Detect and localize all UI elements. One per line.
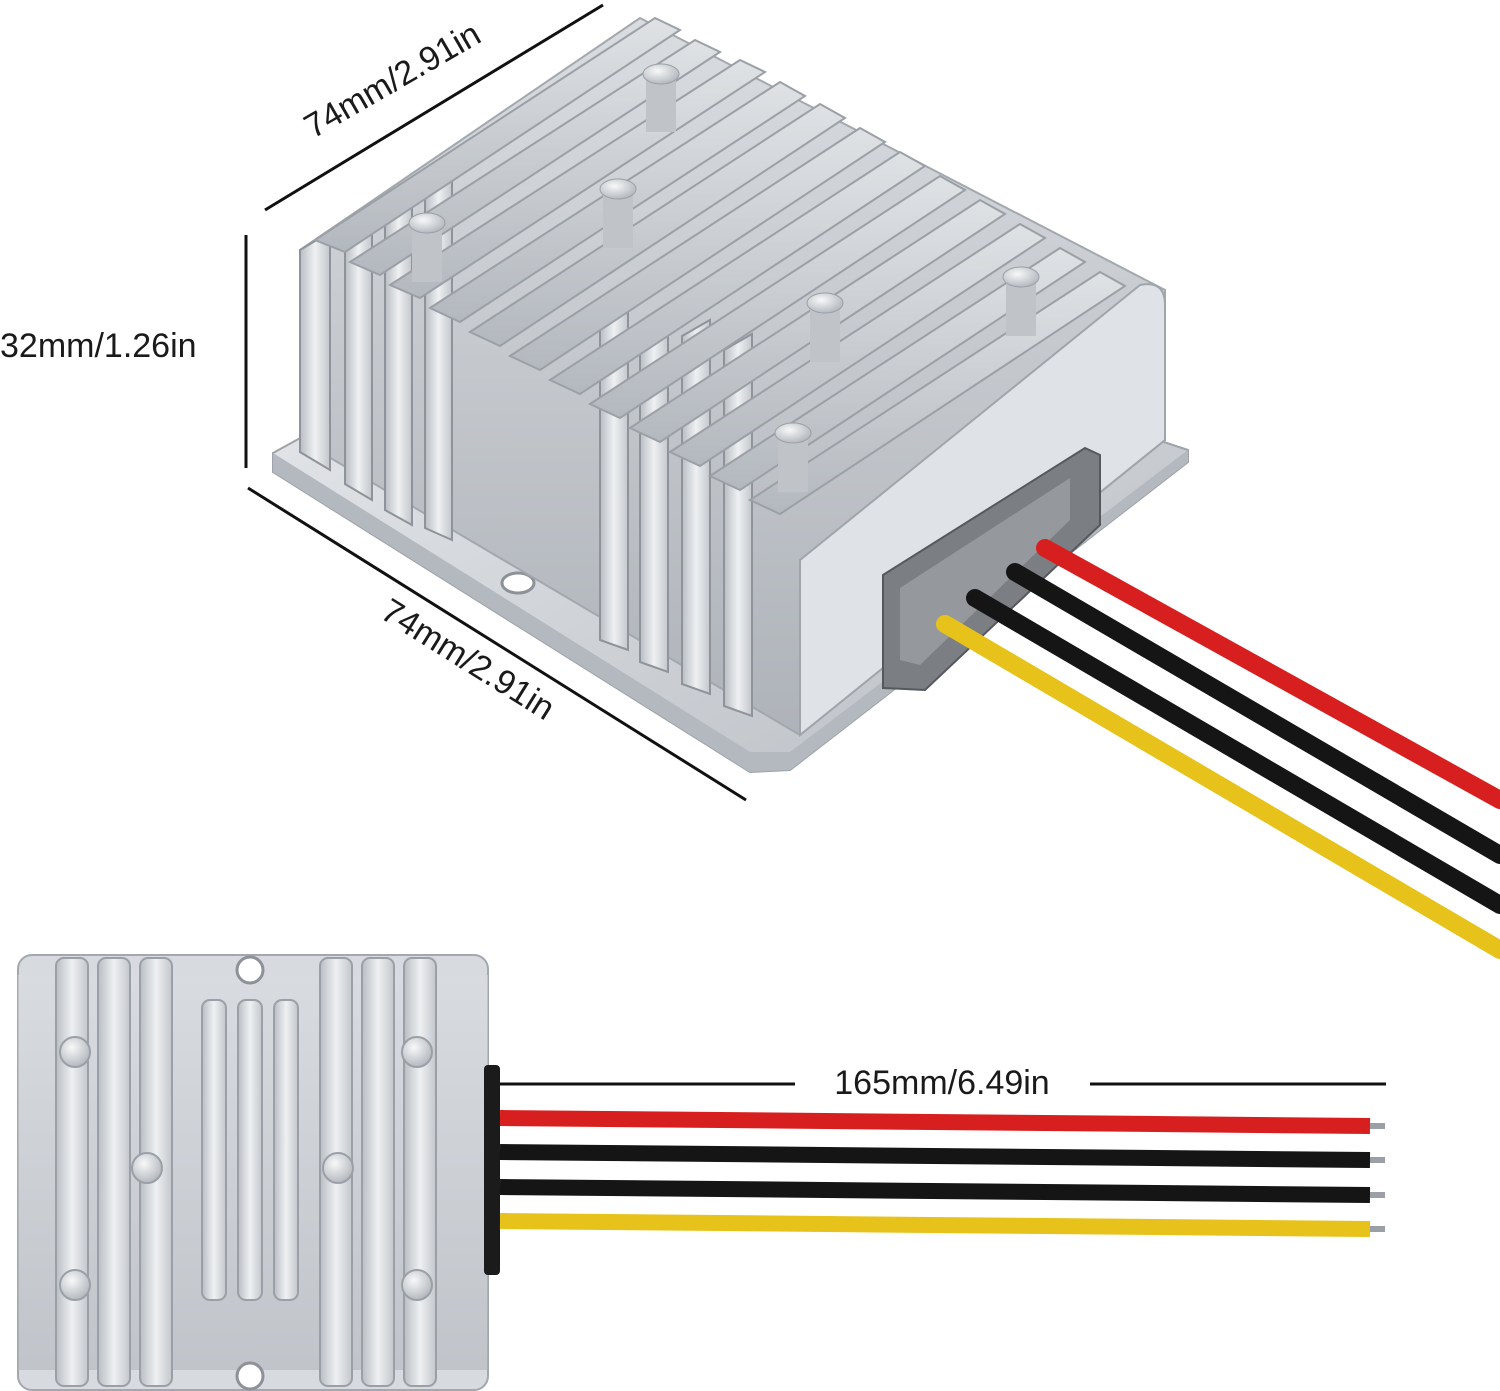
screw-icon [59, 1036, 91, 1068]
depth-dimension-line [247, 486, 747, 802]
screw-icon [774, 422, 812, 492]
mounting-hole [500, 571, 536, 595]
screw-icon [1002, 266, 1040, 336]
top-width-label: 74mm/2.91in [298, 15, 487, 146]
wire-bundle-plan [499, 1110, 1385, 1237]
cable-gland-plan [484, 1065, 500, 1275]
wire-tips [1370, 1123, 1385, 1232]
plan-screws [59, 1036, 433, 1301]
wire-red-iso [1036, 539, 1500, 809]
screw-icon [401, 1269, 433, 1301]
wire-yellow [499, 1213, 1371, 1237]
screw-icon [599, 178, 637, 248]
wire-red [499, 1110, 1371, 1134]
mounting-hole [235, 955, 265, 985]
height-label: 32mm/1.26in [0, 327, 197, 365]
dimension-lines [244, 3, 747, 802]
screw-icon [59, 1269, 91, 1301]
top-down-converter-view: 165mm/6.49in [17, 954, 1386, 1391]
wire-black-2 [499, 1179, 1371, 1203]
wire-black-iso [1006, 563, 1500, 864]
screw-posts [408, 63, 1040, 492]
plan-fins [55, 957, 437, 1387]
wire-bundle-iso [936, 539, 1500, 959]
wire-yellow-iso [936, 615, 1500, 959]
mounting-hole [235, 1361, 265, 1391]
screw-icon [806, 292, 844, 362]
wire-black2-iso [966, 589, 1500, 914]
width-dimension-line [264, 3, 604, 212]
screw-icon [131, 1152, 163, 1184]
screw-icon [408, 212, 446, 282]
screw-icon [642, 63, 680, 132]
isometric-converter-view: 74mm/2.91in 32mm/1.26in 74mm/2.91in [0, 3, 1500, 959]
cable-length-label: 165mm/6.49in [834, 1064, 1049, 1102]
wire-black [499, 1144, 1371, 1168]
screw-icon [322, 1152, 354, 1184]
screw-icon [401, 1036, 433, 1068]
